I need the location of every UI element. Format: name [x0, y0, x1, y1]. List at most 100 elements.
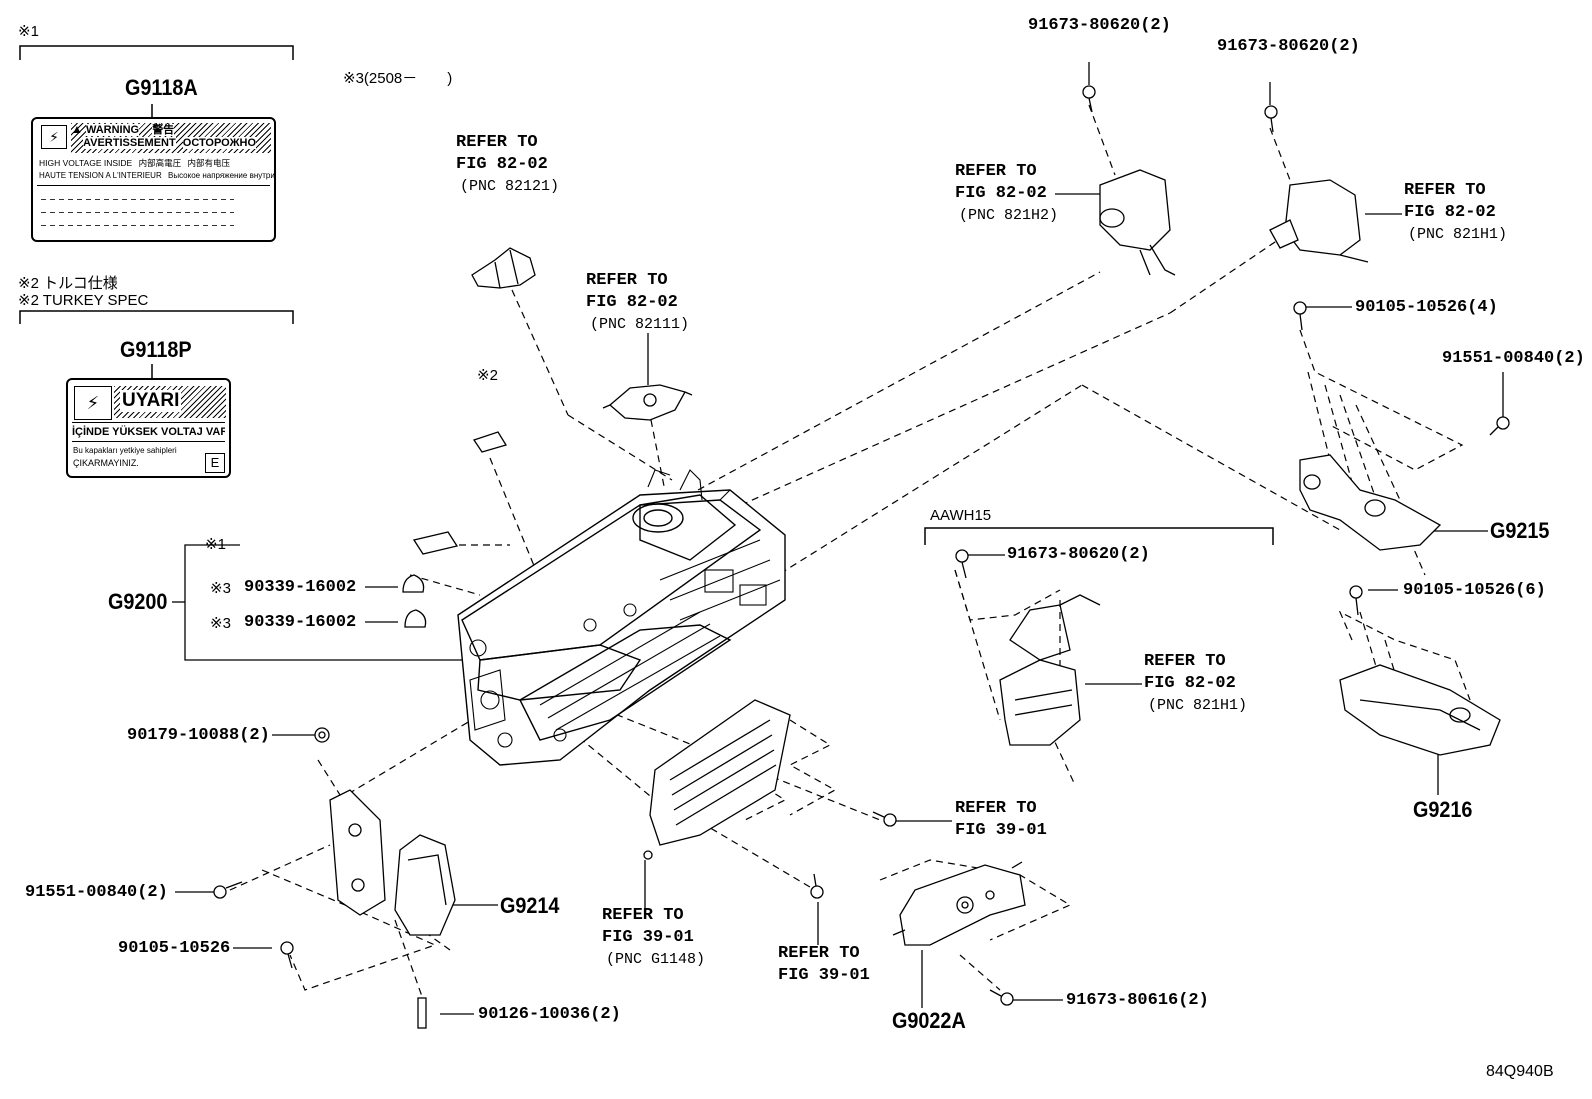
ref-39-01-bottom-l2: FIG 39-01	[778, 966, 870, 985]
ref-39-01-bottom-l1: REFER TO	[778, 944, 860, 963]
ref-39-01-bottom: REFER TO FIG 39-01	[778, 943, 870, 987]
pn-90105-10526: 90105-10526	[118, 939, 231, 958]
bolt-90105-10526	[280, 941, 294, 969]
plug-90339-a	[402, 574, 425, 593]
bolt-91673-80616	[989, 989, 1014, 1006]
pn-91673-80616: 91673-80616(2)	[1066, 991, 1209, 1010]
sensor-821h1-aawh15	[999, 594, 1101, 746]
warning-line-2: HAUTE TENSION A L'INTERIEUR Высокое напр…	[39, 171, 275, 180]
ref-82111: REFER TO FIG 82-02 (PNC 82111)	[586, 270, 689, 336]
uyari-line-1: İÇİNDE YÜKSEK VOLTAJ VAR	[72, 422, 225, 442]
bracket-g9215	[1299, 454, 1442, 551]
ref-g1148-l2: FIG 39-01	[602, 928, 694, 947]
bolt-90179-10088	[314, 727, 330, 743]
ref-821h1-aawh15-l3: (PNC 821H1)	[1148, 697, 1248, 714]
ru-warning-text: ОСТОРОЖНО	[182, 137, 257, 149]
ref-g1148: REFER TO FIG 39-01 (PNC G1148)	[602, 905, 705, 971]
plug-90339-b	[404, 609, 427, 628]
label-small-1	[412, 531, 459, 555]
pn-90339-16002-b-note: ※3	[210, 615, 231, 632]
uyari-letter: E	[205, 453, 225, 473]
bolt-91673-80620-a	[1082, 85, 1096, 113]
g9118p-id: G9118P	[120, 337, 192, 362]
fasteners	[213, 85, 1510, 1029]
module-g1148	[643, 699, 791, 860]
part-g9214: G9214	[500, 893, 560, 918]
pn-90339-16002-a: 90339-16002	[244, 578, 357, 597]
bracket-g9216	[1339, 664, 1501, 756]
ref-821h1-aawh15-l1: REFER TO	[1144, 652, 1226, 671]
ref-g1148-l3: (PNC G1148)	[606, 951, 706, 968]
bolt-91551-00840-top	[1489, 416, 1510, 436]
diagram-code: 84Q940B	[1486, 1063, 1554, 1080]
ref-821h2: REFER TO FIG 82-02 (PNC 821H2)	[955, 161, 1058, 227]
sensor-821h1-top	[1269, 179, 1369, 263]
line1-jp: 内部高電圧	[138, 158, 182, 168]
ref-82121-l3: (PNC 82121)	[460, 178, 560, 195]
ref-82111-l3: (PNC 82111)	[590, 316, 690, 333]
dashed-lines	[229, 104, 1471, 1006]
sensor-821h2	[1099, 169, 1176, 276]
bolt-90105-10526-4	[1293, 301, 1307, 331]
connector-82121	[471, 247, 536, 289]
warning-dashes	[41, 193, 234, 233]
ref-821h1-aawh15: REFER TO FIG 82-02 (PNC 821H1)	[1144, 651, 1247, 717]
avertissement-text: AVERTISSEMENT	[83, 137, 176, 149]
ref-821h1-top: REFER TO FIG 82-02 (PNC 821H1)	[1404, 180, 1507, 246]
note-2-marker: ※2	[477, 367, 498, 384]
line2-fr: HAUTE TENSION A L'INTERIEUR	[39, 171, 162, 180]
ref-821h1-top-l1: REFER TO	[1404, 181, 1486, 200]
part-g9216: G9216	[1413, 797, 1473, 822]
aawh15-label: AAWH15	[930, 507, 992, 524]
ref-39-01-right-l2: FIG 39-01	[955, 821, 1047, 840]
inverter-assembly-g9200	[457, 469, 786, 766]
warning-triangle-icon: ⚡	[41, 125, 67, 149]
ref-821h1-top-l3: (PNC 821H1)	[1408, 226, 1508, 243]
part-g9022a: G9022A	[892, 1008, 966, 1033]
warning-label-g9118p: ⚡ UYARI İÇİNDE YÜKSEK VOLTAJ VAR Bu kapa…	[66, 378, 231, 478]
pn-90105-10526-6: 90105-10526(6)	[1403, 581, 1546, 600]
bolt-refer-39-01-a	[872, 811, 897, 827]
ref-82111-l2: FIG 82-02	[586, 293, 678, 312]
note-2-en: ※2 TURKEY SPEC	[18, 292, 149, 309]
ref-821h1-top-l2: FIG 82-02	[1404, 203, 1496, 222]
ref-82111-l1: REFER TO	[586, 271, 668, 290]
warning-text: WARNING	[85, 124, 140, 136]
bolt-91673-80620-b	[1264, 105, 1278, 133]
bolt-91551-00840	[213, 881, 243, 899]
pn-note-1-small-label: ※1	[205, 536, 226, 553]
warning-header: ▲ WARNING 警告 AVERTISSEMENT ОСТОРОЖНО	[71, 123, 271, 153]
section-brackets	[19, 45, 1274, 545]
note-3-range: ※3(2508－ )	[343, 70, 453, 87]
pn-90339-16002-a-note: ※3	[210, 580, 231, 597]
part-g9200: G9200	[108, 589, 168, 614]
jp-warning-text: 警告	[152, 124, 175, 136]
ref-821h2-l1: REFER TO	[955, 162, 1037, 181]
pn-90339-16002-b: 90339-16002	[244, 613, 357, 632]
connector-82111	[602, 384, 693, 421]
ref-82121: REFER TO FIG 82-02 (PNC 82121)	[456, 132, 559, 198]
pn-91551-00840-2: 91551-00840(2)	[25, 883, 168, 902]
ref-821h2-l3: (PNC 821H2)	[959, 207, 1059, 224]
line1-jp2: 内部有电压	[187, 158, 230, 168]
pn-91673-80620-c: 91673-80620(2)	[1007, 545, 1150, 564]
part-g9215: G9215	[1490, 518, 1550, 543]
uyari-header: UYARI	[114, 386, 226, 418]
line2-ru: Высокое напряжение внутри	[167, 171, 275, 180]
uyari-line-3: ÇIKARMAYINIZ.	[73, 458, 139, 468]
pn-90105-10526-4: 90105-10526(4)	[1355, 298, 1498, 317]
warning-line-1: HIGH VOLTAGE INSIDE 内部高電圧 内部有电压	[39, 157, 230, 169]
pn-90126-10036: 90126-10036(2)	[478, 1005, 621, 1024]
uyari-line-2: Bu kapakları yetkiye sahipleri	[73, 446, 177, 455]
pn-91551-00840-2-top: 91551-00840(2)	[1442, 349, 1585, 368]
bolt-91673-80620-c	[955, 549, 969, 579]
ref-82121-l2: FIG 82-02	[456, 155, 548, 174]
stud-90126-10036	[417, 997, 427, 1029]
warning-divider	[37, 185, 270, 186]
g9118a-id: G9118A	[125, 75, 198, 100]
ref-g1148-l1: REFER TO	[602, 906, 684, 925]
uyari-text: UYARI	[120, 390, 182, 412]
pn-91673-80620-a: 91673-80620(2)	[1028, 16, 1171, 35]
ref-821h2-l2: FIG 82-02	[955, 184, 1047, 203]
